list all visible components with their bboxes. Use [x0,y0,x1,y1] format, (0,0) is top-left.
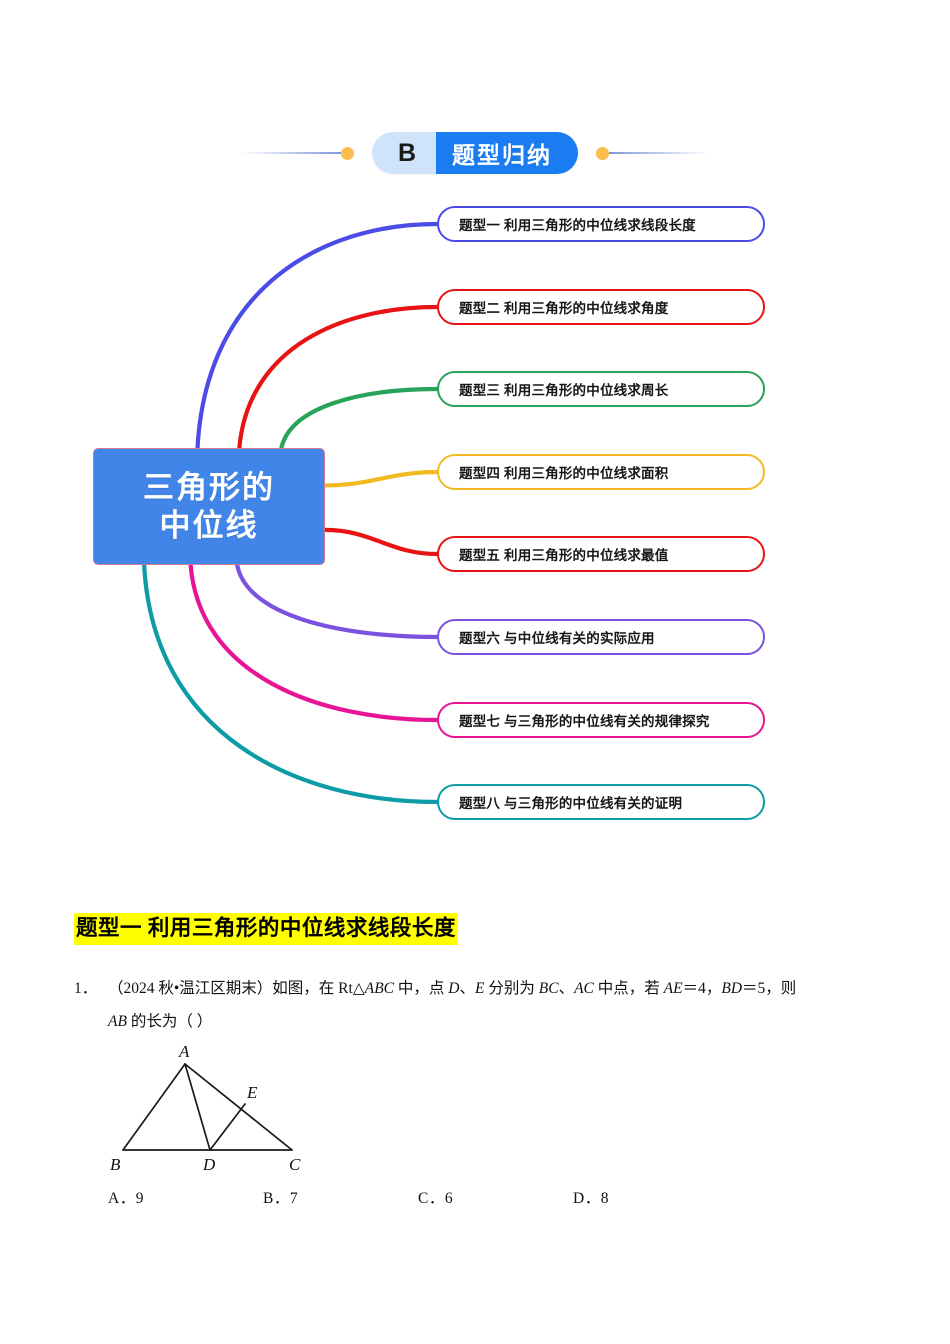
mindmap-connector-1 [195,221,440,453]
problem-section-heading: 题型一 利用三角形的中位线求线段长度 [74,913,458,945]
central-node-line-2: 中位线 [159,507,259,543]
figure-label-d: D [202,1155,216,1174]
question-text-part5: 、 [558,980,575,997]
section-badge-letter: B [371,132,437,174]
mindmap-branch-6-label: 题型六 与中位线有关的实际应用 [459,631,655,646]
header-rule-right [609,152,710,154]
answer-option-d[interactable]: D．8 [573,1190,609,1207]
question-text-part4: 分别为 [484,980,539,997]
mindmap-branch-2-label: 题型二 利用三角形的中位线求角度 [459,301,669,316]
question-text-part2: 中，点 [394,980,449,997]
question-var-bc: BC [538,980,559,997]
mindmap-branch-3-label: 题型三 利用三角形的中位线求周长 [459,383,669,398]
mindmap-connector-3 [278,386,440,453]
section-badge-header: B 题型归纳 [0,128,950,178]
header-dot-right-icon [596,146,610,160]
mindmap-branch-5-label: 题型五 利用三角形的中位线求最值 [459,548,669,563]
mindmap-connector-6 [234,560,440,640]
header-dot-left-icon [340,146,354,160]
central-node-line-1: 三角形的 [143,469,275,505]
question-text-line2: 的长为（ ） [126,1013,213,1031]
mindmap-branch-7[interactable]: 题型七 与三角形的中位线有关的规律探究 [437,702,765,738]
question-text: （2024 秋•温江区期末）如图，在 Rt△ABC 中，点 D、E 分别为 BC… [108,972,930,1039]
question-text-part3: 、 [459,980,476,997]
section-badge-pill: B 题型归纳 [371,132,579,174]
question-block: 1． （2024 秋•温江区期末）如图，在 Rt△ABC 中，点 D、E 分别为… [74,972,930,1039]
question-text-part8: ＝5，则 [742,980,797,997]
question-var-d: D [448,980,460,997]
answer-option-c[interactable]: C．6 [418,1190,454,1207]
mindmap-branch-3[interactable]: 题型三 利用三角形的中位线求周长 [437,371,765,407]
mindmap-branch-1-label: 题型一 利用三角形的中位线求线段长度 [459,218,696,233]
question-number: 1． [74,980,98,997]
mindmap-branch-4[interactable]: 题型四 利用三角形的中位线求面积 [437,454,765,490]
question-text-part7: ＝4， [682,980,722,997]
answer-option-a[interactable]: A．9 [108,1190,144,1207]
question-text-part6: 中点，若 [593,980,664,997]
mindmap-central-node: 三角形的 中位线 [93,448,325,565]
mindmap-connector-5 [322,527,440,557]
geometry-figure-svg: A E B D C [110,1042,301,1174]
segment-de [209,1103,246,1151]
segment-ab [122,1063,186,1151]
question-var-ae: AE [663,980,683,997]
question-var-bd: BD [721,980,743,997]
question-text-part1: （2024 秋•温江区期末）如图，在 Rt△ [108,980,365,997]
mindmap-connector-4 [322,469,440,488]
mindmap-branch-6[interactable]: 题型六 与中位线有关的实际应用 [437,619,765,655]
answer-options-row: A．9 B．7 C．6 D．8 [108,1186,728,1208]
header-rule-left [240,152,341,154]
figure-label-c: C [289,1155,301,1174]
mindmap-branch-2[interactable]: 题型二 利用三角形的中位线求角度 [437,289,765,325]
mindmap-connector-7 [188,560,440,723]
geometry-figure: A E B D C [95,1042,325,1182]
segment-ac [184,1063,293,1151]
figure-label-b: B [110,1155,121,1174]
question-var-ab: AB [108,1013,127,1031]
mindmap-branch-8[interactable]: 题型八 与三角形的中位线有关的证明 [437,784,765,820]
mindmap-connectors [141,221,440,805]
mindmap-branch-1[interactable]: 题型一 利用三角形的中位线求线段长度 [437,206,765,242]
figure-label-a: A [178,1042,190,1061]
mindmap-branch-5[interactable]: 题型五 利用三角形的中位线求最值 [437,536,765,572]
segment-ad [184,1063,211,1151]
mindmap: 三角形的 中位线 题型一 利用三角形的中位线求线段长度 题型二 利用三角形的中位… [0,190,950,840]
mindmap-branch-4-label: 题型四 利用三角形的中位线求面积 [459,466,669,481]
question-var-abc: ABC [364,980,395,997]
figure-label-e: E [246,1083,258,1102]
question-var-e: E [475,980,485,997]
mindmap-branch-7-label: 题型七 与三角形的中位线有关的规律探究 [459,714,710,729]
section-badge-title: 题型归纳 [436,132,579,174]
mindmap-branch-8-label: 题型八 与三角形的中位线有关的证明 [459,796,683,811]
mindmap-connector-2 [237,304,440,453]
answer-option-b[interactable]: B．7 [263,1190,299,1207]
mindmap-connector-8 [141,560,440,805]
question-var-ac: AC [574,980,594,997]
